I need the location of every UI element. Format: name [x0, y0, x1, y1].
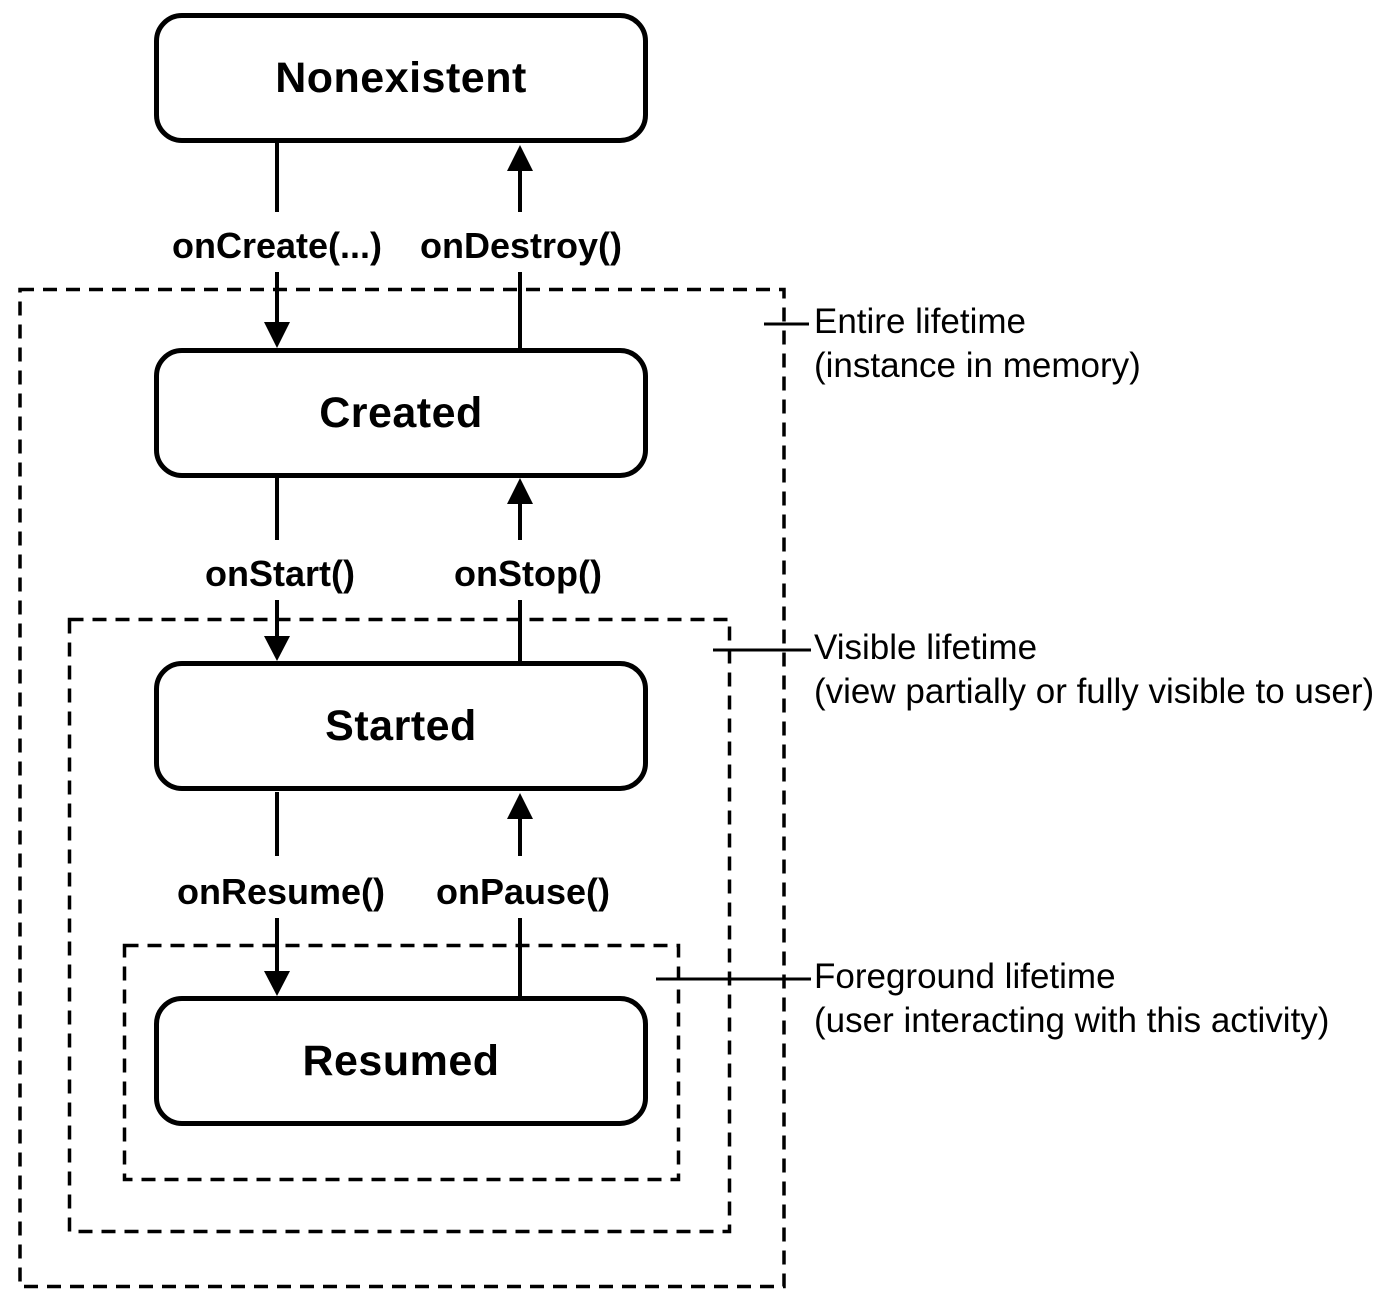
state-box-nonexistent: Nonexistent: [154, 13, 648, 143]
state-label: Resumed: [302, 1036, 500, 1085]
state-label: Created: [319, 388, 483, 437]
visible-lifetime-label: Visible lifetime (view partially or full…: [814, 626, 1374, 714]
state-box-created: Created: [154, 348, 648, 478]
lifetime-title: Foreground lifetime: [814, 957, 1116, 996]
on-stop-arrowhead-icon: [507, 478, 533, 504]
on-start-arrowhead-icon: [264, 636, 290, 661]
lifetime-box-visible: [67, 617, 732, 1234]
foreground-lifetime-label: Foreground lifetime (user interacting wi…: [814, 955, 1329, 1043]
on-pause-arrowhead-icon: [507, 793, 533, 819]
lifetime-box-foreground: [122, 943, 681, 1182]
lifetime-subtitle: (instance in memory): [814, 346, 1141, 385]
state-label: Started: [325, 701, 477, 750]
entire-lifetime-label: Entire lifetime (instance in memory): [814, 300, 1141, 388]
on-resume-arrowhead-icon: [264, 971, 290, 996]
lifetime-title: Visible lifetime: [814, 628, 1038, 667]
lifetime-title: Entire lifetime: [814, 302, 1027, 341]
state-box-resumed: Resumed: [154, 996, 648, 1126]
on-create-arrowhead-icon: [264, 322, 290, 348]
on-create-label: onCreate(...): [171, 225, 383, 266]
on-resume-label: onResume(): [176, 871, 386, 912]
state-label: Nonexistent: [275, 53, 527, 102]
lifetime-box-entire: [18, 287, 786, 1289]
on-destroy-arrowhead-icon: [507, 145, 533, 171]
on-start-label: onStart(): [205, 553, 355, 594]
state-box-started: Started: [154, 661, 648, 791]
on-pause-label: onPause(): [435, 871, 611, 912]
on-destroy-label: onDestroy(): [419, 225, 623, 266]
lifetime-subtitle: (user interacting with this activity): [814, 1001, 1330, 1040]
lifetime-subtitle: (view partially or fully visible to user…: [814, 672, 1375, 711]
on-stop-label: onStop(): [454, 553, 602, 594]
